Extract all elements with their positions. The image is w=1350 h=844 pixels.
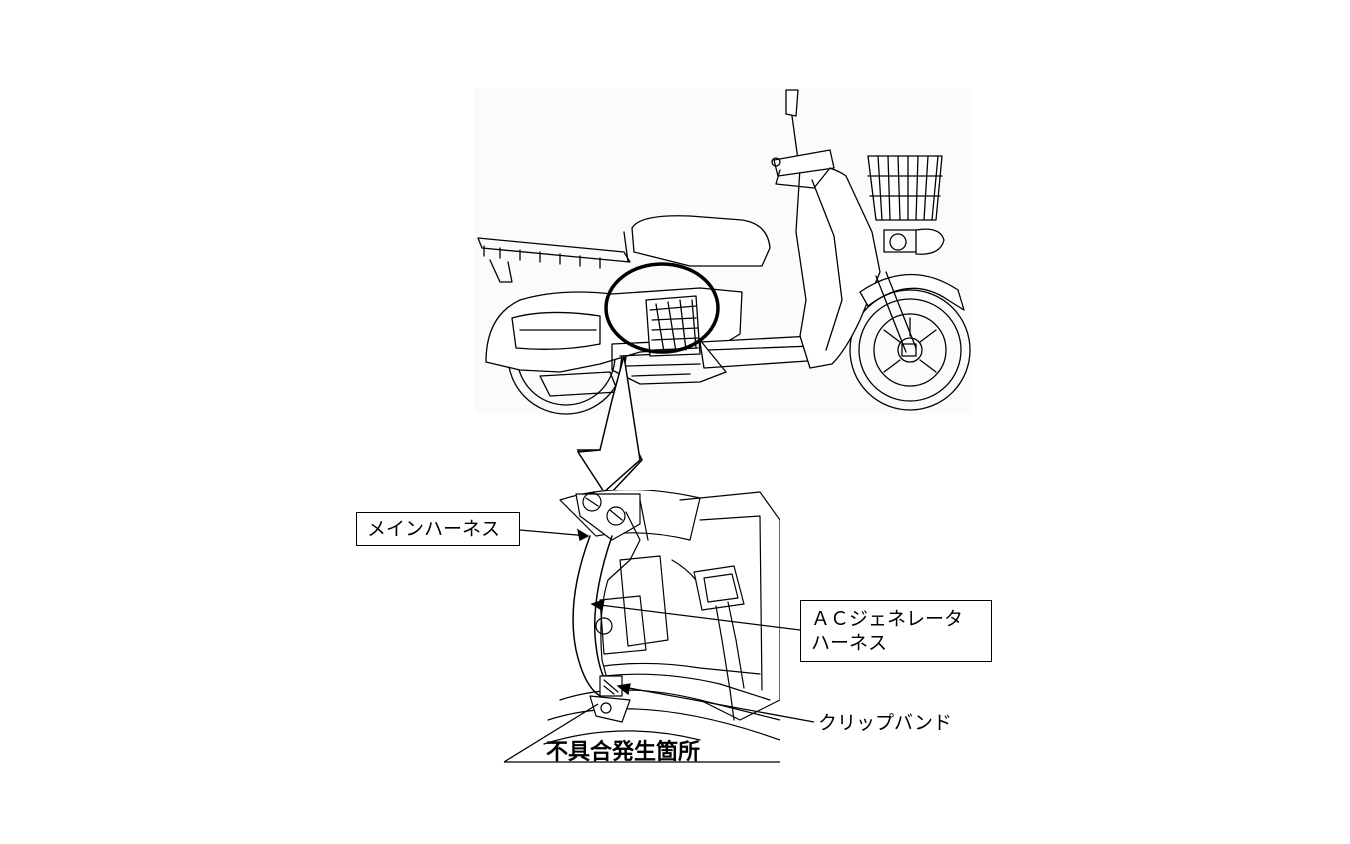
headlight (915, 228, 945, 255)
front-fender (859, 273, 965, 311)
main-harness-label: メインハーネス (356, 512, 520, 546)
front-wheel (849, 289, 971, 411)
ac-generator-harness-text-line1: ＡＣジェネレータ (811, 608, 964, 630)
handlebar (771, 89, 835, 189)
main-harness-text: メインハーネス (367, 518, 501, 540)
callout-arrow (576, 355, 643, 496)
highlight-circle (604, 262, 720, 354)
rear-carrier (477, 231, 631, 283)
main-harness-wire (572, 535, 601, 697)
ac-harness-wire (603, 662, 761, 675)
ac-generator-harness-text-line2: ハーネス (811, 632, 888, 654)
engine (539, 295, 727, 397)
clip-band-label: クリップバンド (818, 712, 952, 734)
ac-generator-harness-label: ＡＣジェネレータ ハーネス (800, 600, 992, 662)
leader-lines (503, 528, 815, 763)
defect-location-label: 不具合発生箇所 (546, 740, 701, 765)
front-basket (867, 155, 943, 253)
scooter-illustration (474, 88, 972, 415)
seat (631, 215, 771, 267)
